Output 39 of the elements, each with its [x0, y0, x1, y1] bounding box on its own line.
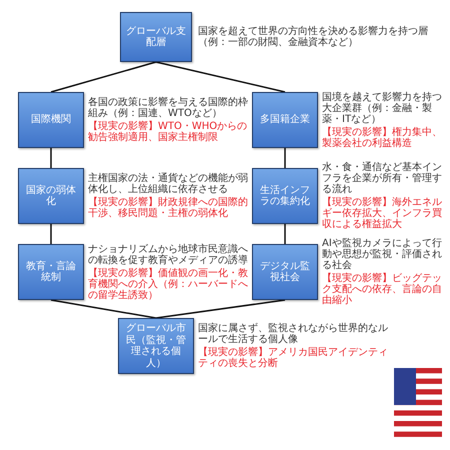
process-box — [18, 168, 84, 224]
description-text: 各国の政策に影響を与える国際的枠組み（例：国連、WTOなど） — [88, 97, 248, 119]
process-box — [120, 12, 192, 62]
connector-line — [50, 299, 156, 319]
process-box — [252, 244, 318, 300]
description-text: 水・食・通信など基本インフラを企業が所有・管理する流れ — [322, 162, 443, 195]
box-title: 多国籍企業 — [260, 114, 310, 126]
connector-line — [156, 299, 286, 319]
impact-note: 【現実の影響】ビッグテック支配への依存、言論の自由縮小 — [322, 273, 443, 306]
box-title: グローバル支配層 — [125, 26, 187, 48]
process-box — [252, 168, 318, 224]
box-title: 教育・言論統制 — [25, 260, 77, 284]
box-title: 国家の弱体化 — [25, 184, 77, 208]
impact-note: 【現実の影響】財政規律への国際的干渉、移民問題・主権の弱体化 — [88, 197, 248, 219]
description-text: 主権国家の法・通貨などの機能が弱体化し、上位組織に依存させる — [88, 173, 248, 195]
connector-line — [284, 148, 286, 168]
impact-note: 【現実の影響】海外エネルギー依存拡大、インフラ買収による権益拡大 — [322, 197, 443, 230]
box-title: 国際機関 — [31, 114, 71, 126]
description-text: ナショナリズムから地球市民意識への転換を促す教育やメディアの誘導 — [88, 244, 248, 266]
box-title: 生活インフラの集約化 — [259, 184, 311, 208]
connector-line — [156, 61, 286, 93]
impact-note: 【現実の影響】権力集中、製薬会社の利益構造 — [322, 126, 443, 148]
description-text: 国家に属さず、監視されながら世界的なルールで生活する個人像 — [198, 323, 388, 345]
process-box — [18, 244, 84, 300]
impact-note: 【現実の影響】WTO・WHOからの勧告強制適用、国家主権制限 — [88, 121, 248, 143]
box-title: デジタル監視社会 — [259, 260, 311, 284]
process-box — [18, 92, 84, 148]
impact-note: 【現実の影響】アメリカ国民アイデンティティの喪失と分断 — [198, 347, 388, 369]
connector-line — [50, 224, 52, 244]
connector-line — [50, 61, 156, 93]
description-text: 国家を超えて世界の方向性を決める影響力を持つ層（例：一部の財閥、金融資本など） — [198, 26, 429, 48]
process-box — [118, 318, 194, 374]
box-title: グローバル市民（監視・管理される個人） — [125, 323, 187, 369]
impact-note: 【現実の影響】価値観の画一化・教育機関への介入（例：ハーバードへの留学生誘致） — [88, 268, 248, 300]
description-text: AIや監視カメラによって行動や思想が監視・評価される社会 — [322, 238, 443, 271]
connector-line — [50, 148, 52, 168]
process-box — [252, 92, 318, 148]
connector-line — [284, 224, 286, 244]
description-text: 国境を越えて影響力を持つ大企業群（例：金融・製薬・ITなど） — [322, 92, 443, 124]
